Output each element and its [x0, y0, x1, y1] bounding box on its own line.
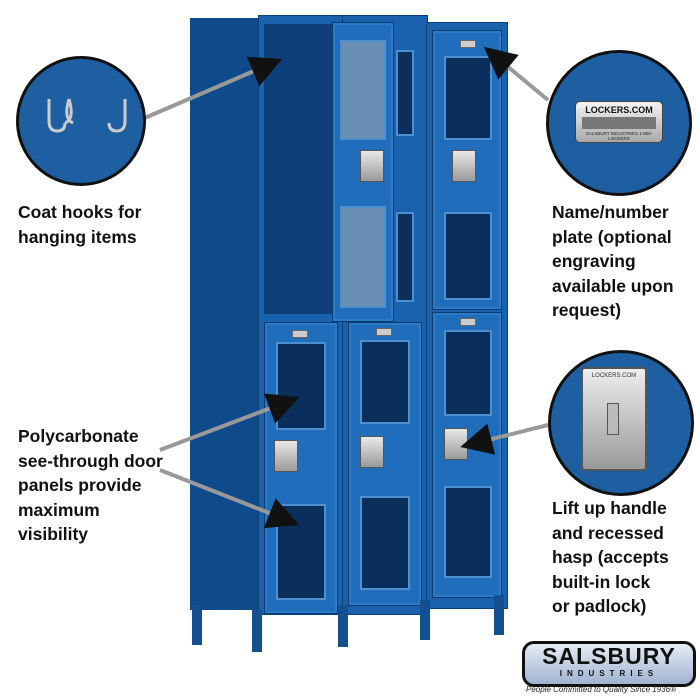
locker-leg [192, 605, 202, 645]
locker-leg [252, 610, 262, 652]
label-line: Name/number [552, 202, 669, 222]
label-line: Lift up handle [552, 498, 667, 518]
logo-sub: INDUSTRIES [559, 669, 659, 678]
label-line: visibility [18, 524, 89, 544]
handle-label: Lift up handle and recessed hasp (accept… [552, 496, 669, 619]
label-line: Coat hooks for [18, 202, 142, 222]
handle-detail-circle: LOCKERS.COM [548, 350, 694, 496]
label-line: engraving [552, 251, 636, 271]
door-window [340, 40, 386, 140]
coat-hook-icon [47, 98, 127, 133]
door-window [396, 50, 414, 136]
handle-closeup: LOCKERS.COM [581, 367, 647, 471]
arrow-polycarbonate-upper [159, 393, 300, 452]
name-plate-title: LOCKERS.COM [585, 105, 653, 115]
label-line: hasp (accepts [552, 547, 669, 567]
coat-hooks-detail-circle [16, 56, 146, 186]
logo-tagline: People Committed to Quality Since 1936® [526, 685, 676, 694]
engraving-area [582, 117, 656, 129]
label-line: Polycarbonate [18, 426, 139, 446]
label-line: see-through door [18, 450, 163, 471]
name-plate-detail-circle: LOCKERS.COM SALSBURY INDUSTRIES 1-800-LO… [546, 50, 692, 196]
door-window [340, 206, 386, 308]
label-line: built-in lock [552, 571, 651, 592]
name-plate [460, 318, 476, 326]
label-line: maximum [18, 499, 100, 520]
label-line: plate (optional [552, 226, 672, 247]
arrow-polycarbonate-lower [159, 468, 300, 529]
door-window [444, 486, 492, 578]
coat-hooks-label: Coat hooks for hanging items [18, 200, 141, 249]
locker-side-panel [190, 18, 260, 610]
label-line: panels provide [18, 475, 142, 495]
name-plate-closeup: LOCKERS.COM SALSBURY INDUSTRIES 1-800-LO… [575, 101, 663, 143]
name-plate [376, 328, 392, 336]
label-line: hanging items [18, 226, 137, 247]
arrow-coat-hooks [139, 56, 283, 122]
locker-leg [420, 600, 430, 640]
name-plate-footer: SALSBURY INDUSTRIES 1-800-LOCKERS [585, 131, 653, 141]
logo-brand: SALSBURY [542, 643, 676, 669]
hasp-icon [607, 403, 619, 435]
locker-leg [494, 595, 504, 635]
arrow-name-plate [483, 46, 550, 102]
name-plate [292, 330, 308, 338]
door-window [396, 212, 414, 302]
door-window [444, 330, 492, 416]
salsbury-logo: SALSBURY INDUSTRIES [522, 641, 696, 687]
label-line: and recessed [552, 522, 664, 543]
handle-plate-text: LOCKERS.COM [591, 373, 637, 379]
door-handle [360, 150, 384, 182]
label-line: request) [552, 300, 622, 320]
door-handle [274, 440, 298, 472]
door-window [360, 340, 410, 424]
locker-leg [338, 605, 348, 647]
door-handle [452, 150, 476, 182]
name-plate [460, 40, 476, 48]
name-plate-label: Name/number plate (optional engraving av… [552, 200, 674, 323]
door-window [360, 496, 410, 590]
polycarbonate-label: Polycarbonate see-through door panels pr… [18, 424, 163, 547]
door-window [444, 212, 492, 300]
door-handle [360, 436, 384, 468]
arrow-handle [460, 423, 549, 455]
label-line: available upon [552, 275, 674, 296]
label-line: or padlock) [552, 596, 647, 616]
